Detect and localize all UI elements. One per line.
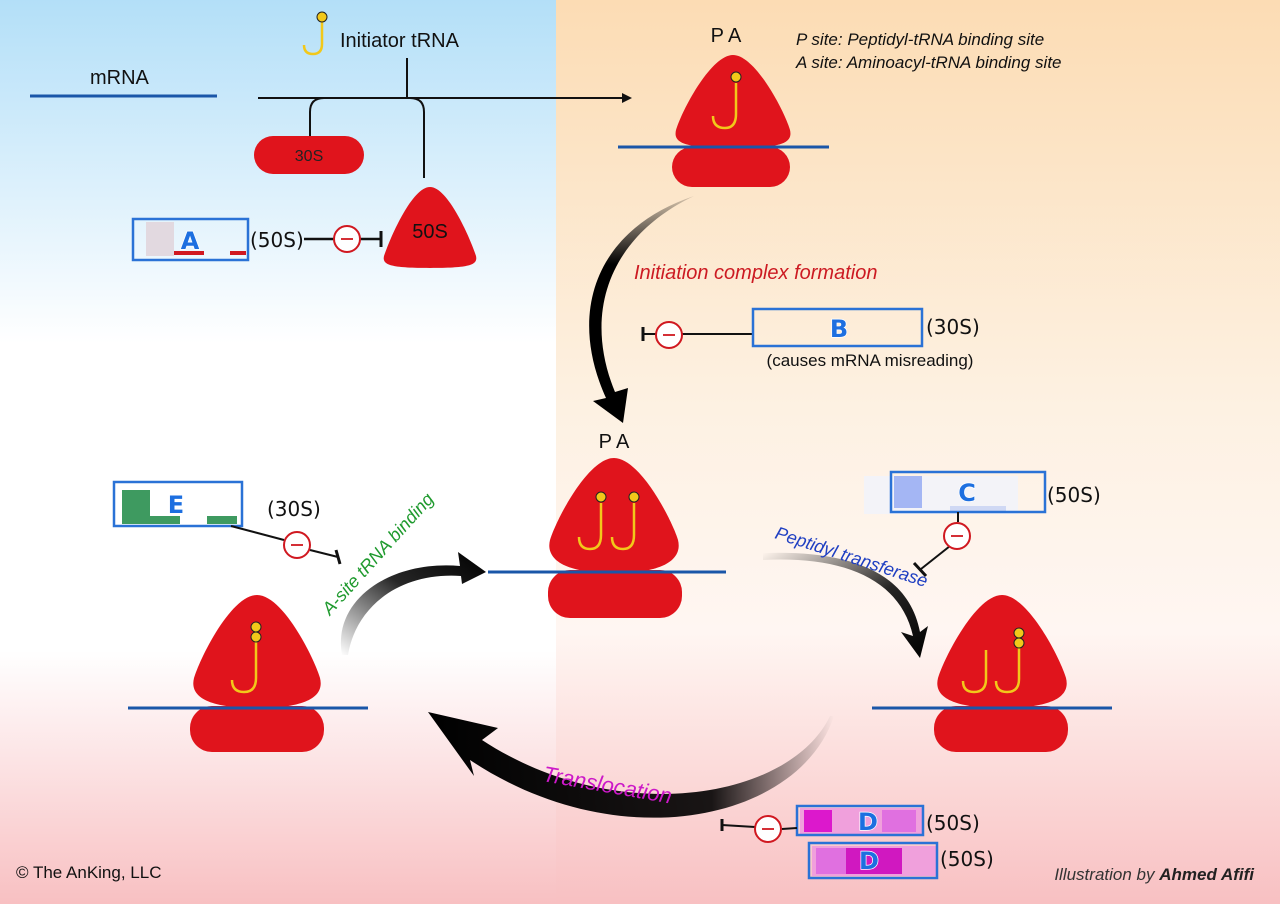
background-right [556, 0, 1280, 904]
initiation-arrow [589, 196, 694, 423]
a-site-binding-arrow [340, 552, 486, 655]
background-left [0, 0, 556, 904]
pa-label-top: P A [711, 25, 742, 47]
subunit-30s-label: 30S [295, 148, 323, 165]
legend-a-site: A site: Aminoacyl-tRNA binding site [795, 53, 1062, 72]
inhibitor-c [912, 512, 971, 578]
illustration-credit: Illustration by Ahmed Afifi [1054, 865, 1255, 884]
initiation-complex-ribosome [618, 55, 829, 187]
initiator-trna-label: Initiator tRNA [340, 30, 460, 52]
drug-b-target: (30S) [926, 315, 980, 339]
drug-e-target: (30S) [267, 497, 321, 521]
inhibitor-e [230, 525, 342, 565]
step-initiation-label: Initiation complex formation [634, 262, 877, 284]
drug-e-box [112, 480, 244, 528]
drug-b-box [751, 307, 924, 348]
copyright: © The AnKing, LLC [16, 863, 161, 882]
drug-d2-target: (50S) [940, 847, 994, 871]
drug-c-letter: C [958, 479, 976, 507]
assembly-lines [258, 58, 626, 178]
drug-a-box [131, 217, 250, 262]
drug-b-letter: B [830, 315, 848, 343]
drug-e-letter: E [168, 491, 184, 519]
center-ribosome [488, 458, 726, 618]
subunit-50s [383, 187, 477, 268]
assembly-arrowhead [622, 93, 632, 103]
left-ribosome [128, 595, 368, 752]
drug-a-letter: A [181, 227, 200, 255]
legend-p-site: P site: Peptidyl-tRNA binding site [796, 30, 1044, 49]
drug-b-note: (causes mRNA misreading) [767, 351, 974, 370]
initiator-trna-icon [302, 11, 328, 56]
drug-d1-target: (50S) [926, 811, 980, 835]
credit-prefix: Illustration by [1054, 865, 1156, 884]
peptidyl-transferase-arrow [763, 552, 928, 658]
drug-d2-letter: D [859, 847, 879, 875]
mrna-label: mRNA [90, 67, 150, 89]
inhibitor-a [304, 225, 383, 253]
drug-c-target: (50S) [1047, 483, 1101, 507]
drug-d2-box [807, 841, 939, 880]
subunit-30s [254, 136, 364, 174]
drug-d1-box [795, 804, 925, 837]
inhibitor-d [720, 815, 798, 843]
pa-label-center: P A [599, 431, 630, 453]
drug-d1-letter: D [858, 808, 878, 836]
translocation-arrow [428, 712, 834, 818]
credit-author: Ahmed Afifi [1158, 865, 1255, 884]
inhibitor-b [641, 321, 752, 349]
drug-a-target: (50S) [250, 228, 304, 252]
right-ribosome [872, 595, 1112, 752]
drug-c-box [864, 470, 1047, 514]
subunit-50s-label: 50S [412, 221, 448, 243]
